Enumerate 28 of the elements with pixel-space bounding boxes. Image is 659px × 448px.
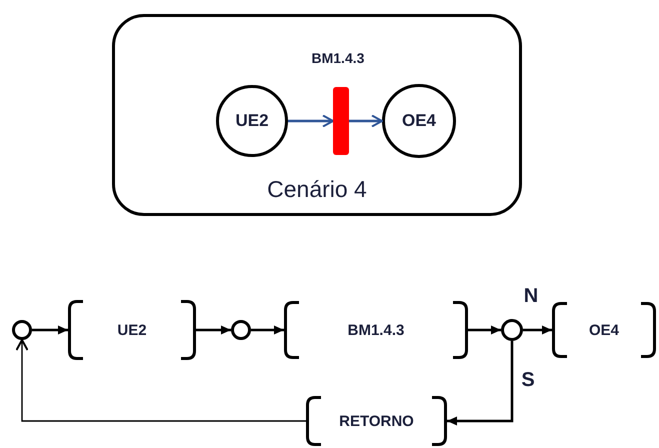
arrow [523,326,552,334]
node-label: OE4 [402,111,436,131]
bracket-box [306,396,447,446]
state-circle [216,85,288,157]
arrow [32,326,68,334]
arrow [288,114,334,128]
arrow [16,339,306,422]
junction-circle [501,319,523,341]
scenario-title: Cenário 4 [267,176,367,203]
node-label: RETORNO [339,412,414,430]
node-label: UE2 [117,322,147,338]
node-label: OE4 [588,322,619,338]
bar-label: BM1.4.3 [312,50,364,66]
state-circle [382,84,456,158]
arrow [196,326,231,334]
junction-circle [12,320,32,340]
bracket-box [284,301,468,359]
bracket-box [68,300,196,360]
node-label: UE2 [235,111,269,131]
scenario-panel [112,14,522,216]
arrow [349,114,383,128]
barrier-bar [333,87,349,155]
arrow [468,326,501,334]
bracket-box [552,302,656,358]
node-label: BM1.4.3 [348,322,404,338]
junction-circle [231,320,251,340]
arrow [447,341,514,426]
arrow [251,326,284,334]
